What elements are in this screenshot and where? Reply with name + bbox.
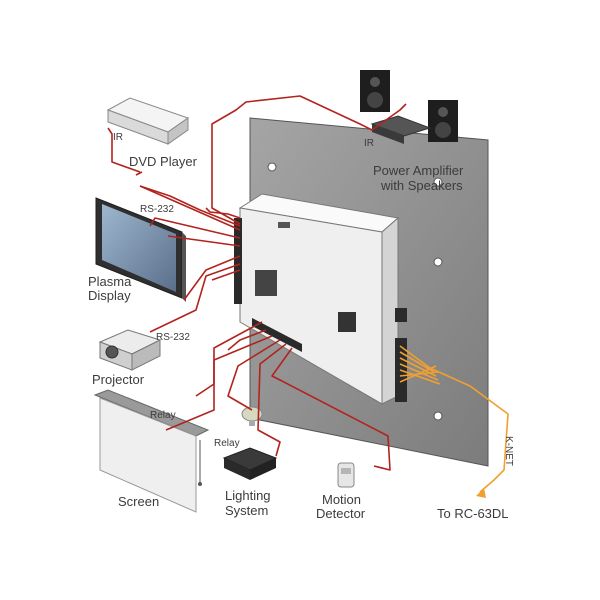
relay-light-label: Relay — [214, 438, 240, 449]
plasma-label-line1: Plasma — [88, 274, 132, 289]
plasma-label-line2: Display — [88, 288, 131, 303]
usb-port — [338, 312, 356, 332]
dvd-player-device — [106, 97, 190, 145]
rs232-projector-label: RS-232 — [156, 332, 190, 343]
projector-device — [98, 329, 162, 371]
ir-amp-label: IR — [364, 138, 374, 149]
screen-label: Screen — [118, 494, 159, 509]
ethernet-port — [255, 270, 277, 296]
power-amplifier-label-line2: with Speakers — [380, 178, 463, 193]
motion-detector-device — [337, 462, 355, 488]
motion-label-line2: Detector — [316, 506, 366, 521]
ir-dvd-label: IR — [113, 132, 123, 143]
power-amplifier-label-line1: Power Amplifier — [373, 163, 464, 178]
bottom-terminal-block — [252, 318, 302, 352]
knet-label: K-NET — [503, 436, 514, 466]
knet-wires — [399, 345, 509, 498]
projector-label: Projector — [92, 372, 145, 387]
controller-unit — [234, 193, 407, 405]
lighting-system-device — [222, 406, 278, 480]
connection-wires — [107, 95, 407, 471]
rs232-plasma-label: RS-232 — [140, 204, 174, 215]
lighting-label-line2: System — [225, 503, 268, 518]
to-rc63dl-label: To RC-63DL — [437, 506, 509, 521]
power-amplifier-device — [360, 70, 458, 144]
motion-label-line1: Motion — [322, 492, 361, 507]
left-terminal-block — [234, 218, 242, 304]
lighting-label-line1: Lighting — [225, 488, 271, 503]
relay-screen-label: Relay — [150, 410, 176, 421]
dvd-player-label: DVD Player — [129, 154, 198, 169]
dvd-ir-wire — [107, 127, 141, 173]
